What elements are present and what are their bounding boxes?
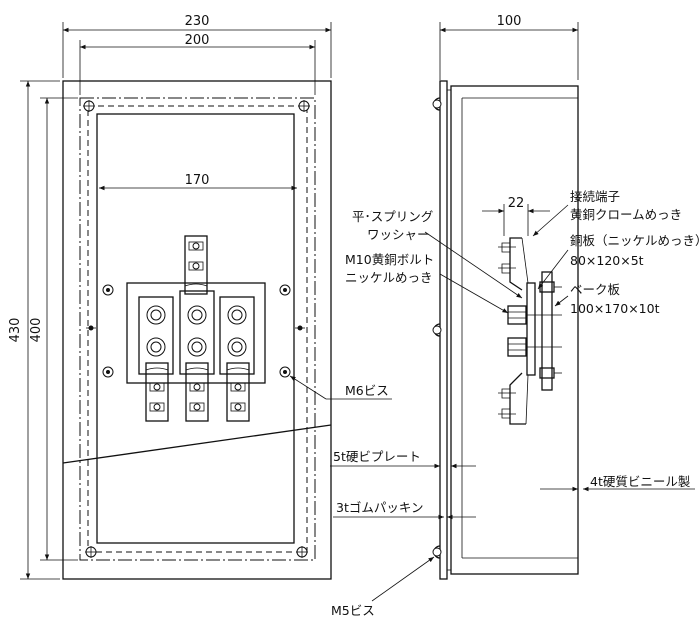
m5-screw-top (432, 97, 442, 111)
side-terminal-upper (498, 237, 529, 291)
m6-screw-1 (102, 284, 114, 296)
dim-width-inner: 200 (79, 33, 316, 95)
callout-m5: M5ビス (331, 556, 435, 618)
dim-height-outer: 430 (8, 80, 60, 580)
dim-height-outer-label: 430 (8, 318, 23, 343)
label-bake-line1: ベーク板 (570, 282, 621, 297)
dim-depth: 100 (439, 14, 579, 80)
side-body (450, 85, 579, 575)
bus-bar-center (179, 290, 215, 375)
label-copper-line1: 銅板（ニッケルめっき） (570, 233, 700, 248)
m6-screw-2 (279, 284, 291, 296)
side-mark-left (86, 325, 96, 331)
label-hard-vinyl: 4t硬質ビニール製 (590, 474, 690, 489)
front-cut-line (62, 424, 332, 464)
label-bolt-line2: ニッケルめっき (345, 270, 433, 285)
label-m6-screw: M6ビス (345, 383, 389, 398)
label-washer-line1: 平･スプリング (352, 209, 433, 224)
dim-height-inner: 400 (29, 97, 78, 561)
label-terminal-line2: 黄銅クロームめっき (570, 207, 682, 222)
dim-terminal-width: 22 (482, 196, 550, 236)
front-mount-panel (96, 113, 295, 544)
terminal-bottom-left (145, 362, 169, 422)
label-m5-screw: M5ビス (331, 603, 375, 618)
m6-screw-3 (102, 366, 114, 378)
callout-copper-plate: 銅板（ニッケルめっき） 80×120×5t (537, 233, 700, 290)
m5-screw-bottom (432, 545, 442, 559)
corner-screw-tr (298, 100, 310, 112)
corner-screw-tl (83, 100, 95, 112)
m6-screw-4 (279, 366, 291, 378)
dim-depth-label: 100 (497, 14, 522, 29)
dim-width-inner-label: 200 (185, 33, 210, 48)
label-vinyl-plate: 5t硬ビプレート (333, 449, 421, 464)
front-gasket-outline (87, 105, 308, 553)
front-view: 230 200 170 430 400 M6ビス (8, 14, 392, 580)
label-washer-line2: ワッシャー (367, 227, 430, 242)
dim-bus-width-label: 170 (185, 173, 210, 188)
dim-width-outer: 230 (62, 14, 332, 78)
side-bolt-upper (507, 305, 562, 325)
callout-bolt: M10黄銅ボルト ニッケルめっき (345, 252, 509, 314)
m5-screw-mid (432, 323, 442, 337)
dim-bus-width: 170 (99, 173, 297, 191)
side-small-screw-top (539, 281, 562, 293)
label-bolt-line1: M10黄銅ボルト (345, 252, 434, 267)
bus-bar-left (138, 296, 174, 375)
callout-terminal: 接続端子 黄銅クロームめっき (532, 189, 682, 237)
front-outer-box (62, 80, 332, 580)
label-terminal-line1: 接続端子 (570, 189, 620, 204)
callout-m6: M6ビス (289, 375, 392, 400)
corner-screw-bl (85, 546, 97, 558)
terminal-bottom-center (185, 362, 209, 422)
dim-height-inner-label: 400 (29, 318, 44, 343)
callout-rubber-packing: 3tゴムパッキン (333, 500, 476, 520)
callout-hard-vinyl: 4t硬質ビニール製 (540, 474, 695, 492)
corner-screw-br (296, 546, 308, 558)
side-bake-board (541, 271, 553, 391)
side-terminal-lower (498, 372, 529, 425)
callout-vinyl-plate: 5t硬ビプレート (330, 449, 476, 469)
label-rubber-packing: 3tゴムパッキン (336, 500, 423, 515)
bus-bar-right (219, 296, 255, 375)
side-mark-right (295, 325, 305, 331)
terminal-bottom-right (226, 362, 250, 422)
front-inner-frame (79, 97, 316, 561)
label-copper-line2: 80×120×5t (570, 253, 644, 268)
terminal-top (184, 235, 208, 295)
side-copper-plate (526, 282, 536, 376)
dim-width-outer-label: 230 (185, 14, 210, 29)
callout-bake-board: ベーク板 100×170×10t (554, 282, 660, 316)
side-bolt-lower (507, 337, 562, 357)
side-view: 100 (330, 14, 700, 618)
dim-terminal-width-label: 22 (508, 196, 525, 211)
label-bake-line2: 100×170×10t (570, 301, 660, 316)
callout-washer: 平･スプリング ワッシャー (352, 209, 523, 299)
side-small-screw-bottom (539, 367, 562, 379)
